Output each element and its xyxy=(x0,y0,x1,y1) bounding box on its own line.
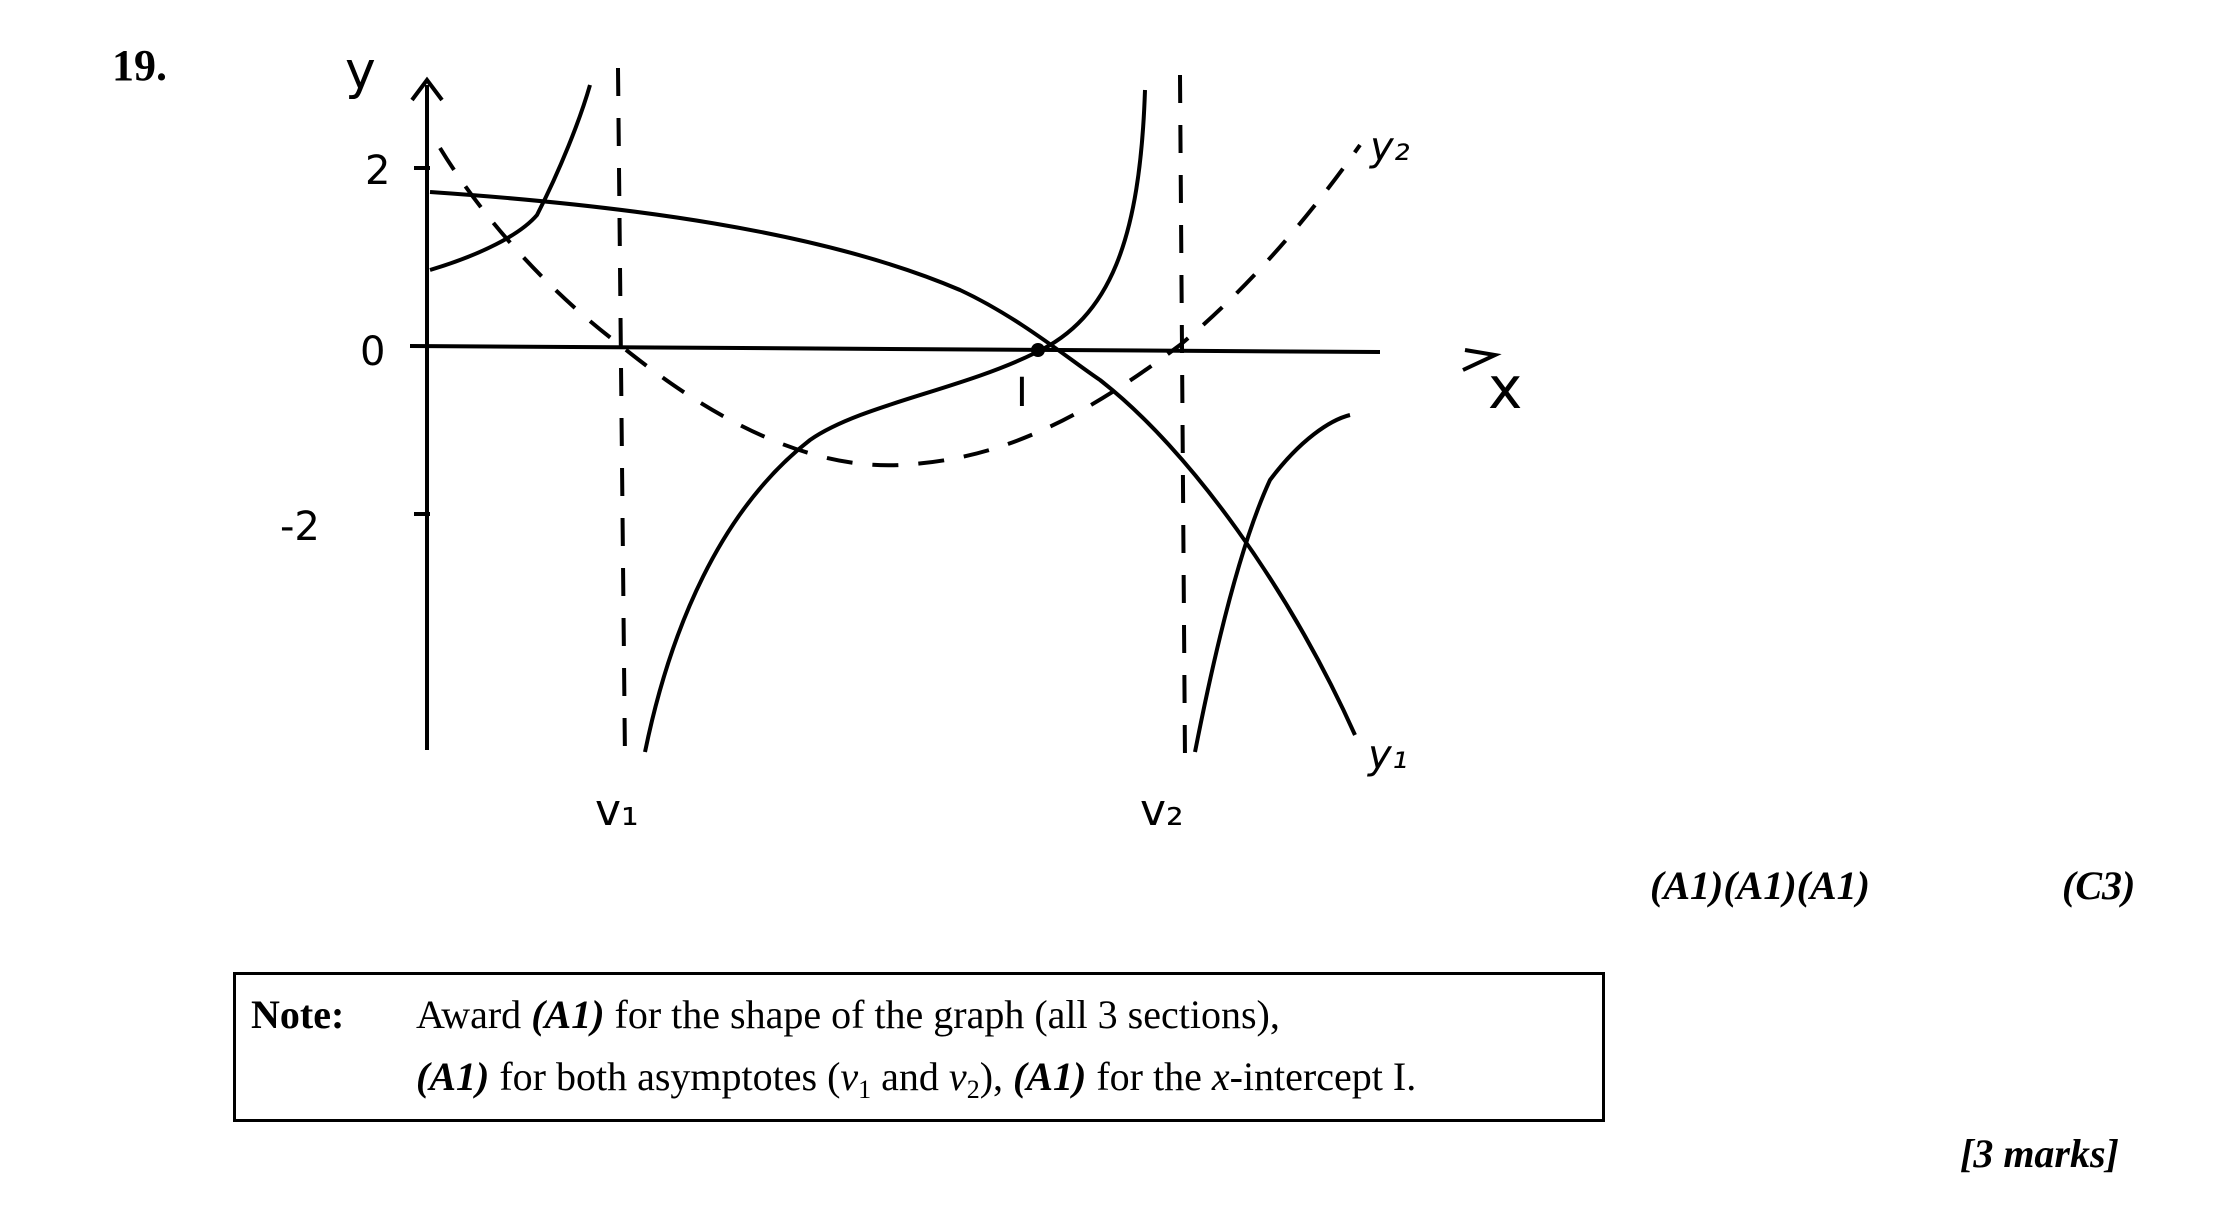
curve-y1 xyxy=(429,190,1357,736)
note-text: for the shape of the graph (all 3 sectio… xyxy=(604,992,1280,1037)
y-tick-label-neg2: -2 xyxy=(280,504,320,550)
curve-label-y1: y₁ xyxy=(1367,732,1408,778)
note-var: v xyxy=(948,1054,967,1099)
note-text: Award xyxy=(416,992,532,1037)
curve-label-y2: y₂ xyxy=(1369,124,1410,170)
intercept-label: I xyxy=(1016,370,1028,416)
mark-code-inline: (A1) xyxy=(531,992,605,1037)
quotient-section-right xyxy=(1193,413,1351,753)
curve-y2 xyxy=(438,143,1362,468)
note-text: ), xyxy=(979,1054,1014,1099)
quotient-section-middle xyxy=(643,89,1147,753)
marking-note: Note: Award (A1) for the shape of the gr… xyxy=(233,972,1605,1122)
mark-codes: (A1)(A1)(A1) xyxy=(1650,863,1870,908)
y-tick-label-0: 0 xyxy=(360,329,385,375)
mark-code-inline: (A1) xyxy=(1013,1054,1087,1099)
total-marks: [3 marks] xyxy=(1960,1131,2119,1176)
note-subscript: 2 xyxy=(966,1075,980,1104)
asymptote-label-v2: v₂ xyxy=(1140,785,1184,836)
asymptote-v2 xyxy=(1178,74,1187,761)
note-text: for both asymptotes ( xyxy=(489,1054,841,1099)
note-text: -intercept I. xyxy=(1229,1054,1417,1099)
asymptote-label-v1: v₁ xyxy=(595,785,639,836)
x-axis-label: x xyxy=(1488,354,1522,422)
note-text: for the xyxy=(1086,1054,1212,1099)
question-number: 19. xyxy=(112,41,167,90)
note-label: Note: xyxy=(251,992,345,1037)
y-tick-label-2: 2 xyxy=(365,148,390,194)
y-axis-arrow xyxy=(410,76,444,102)
y-axis-label: y xyxy=(345,41,376,101)
mark-code-inline: (A1) xyxy=(416,1054,490,1099)
note-line-2: (A1) for both asymptotes (v1 and v2), (A… xyxy=(416,1053,1416,1105)
note-subscript: 1 xyxy=(858,1075,872,1104)
note-text: and xyxy=(871,1054,949,1099)
x-axis-arrow xyxy=(1462,348,1502,372)
intercept-point xyxy=(1031,343,1045,357)
quotient-section-left xyxy=(429,84,592,272)
asymptote-v1 xyxy=(616,67,627,761)
function-graph: 2 0 -2 y x I y₂ y₁ v₁ v₂ xyxy=(280,41,1522,836)
x-axis xyxy=(409,344,1381,354)
c-mark-code: (C3) xyxy=(2062,863,2136,908)
note-line-1: Award (A1) for the shape of the graph (a… xyxy=(416,991,1280,1038)
note-var: v xyxy=(840,1054,859,1099)
note-var: x xyxy=(1211,1054,1230,1099)
